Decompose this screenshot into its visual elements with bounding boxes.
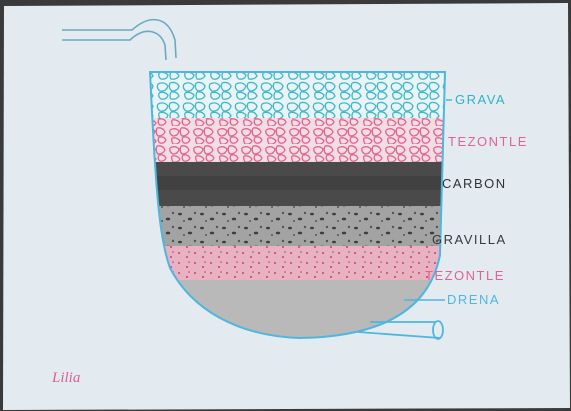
label-drena: DRENA (447, 292, 500, 307)
label-tezontle-bottom: TEZONTLE (425, 268, 505, 283)
label-gravilla: GRAVILLA (432, 232, 507, 247)
signature: Lilia (51, 370, 80, 386)
label-grava: GRAVA (455, 92, 506, 107)
layer-gravilla (140, 206, 460, 248)
layer-tezontle-bottom (140, 246, 460, 282)
label-tezontle-top: TEZONTLE (448, 134, 528, 149)
label-carbon: CARBON (442, 176, 507, 191)
